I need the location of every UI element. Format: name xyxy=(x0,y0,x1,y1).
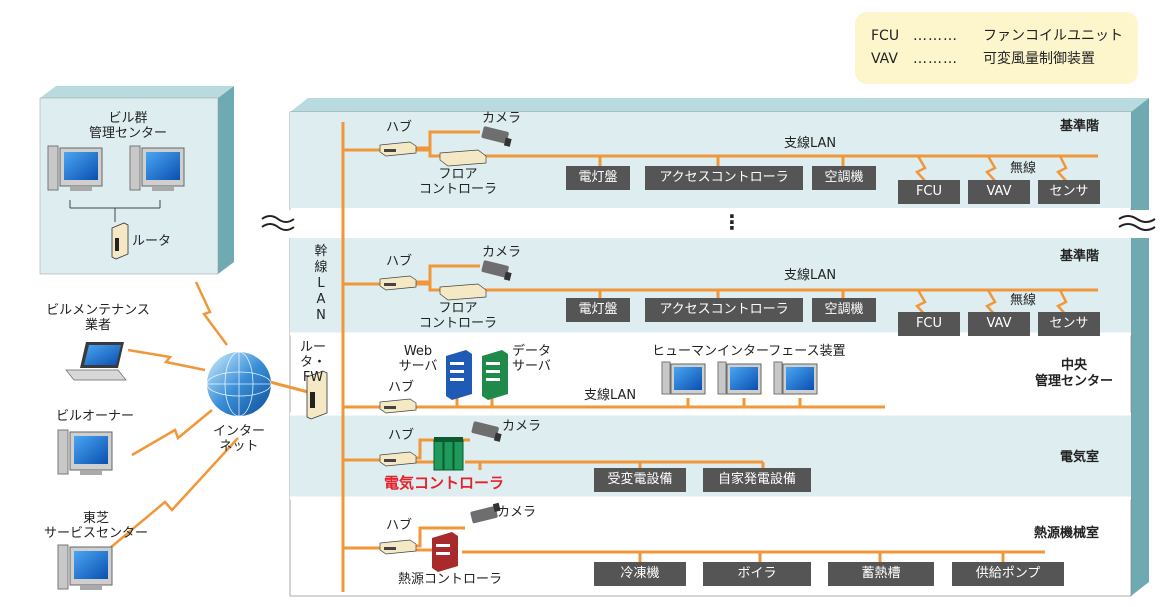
backbone-lan-label: 幹 線 L A N xyxy=(312,244,330,324)
data-server-icon xyxy=(482,350,508,400)
device-air-handler: 空調機 xyxy=(812,298,876,322)
floor-controller-icon xyxy=(439,149,487,167)
legend-abbr: VAV xyxy=(871,51,898,67)
network-lines xyxy=(269,122,1098,592)
device-substation: 受変電設備 xyxy=(594,468,686,492)
router-icon xyxy=(111,222,129,260)
camera-icon xyxy=(470,502,501,524)
pc-icon xyxy=(129,145,185,191)
legend-dots: ……… xyxy=(913,51,958,67)
heat-controller-icon xyxy=(432,532,458,572)
branch-lan-label: 支線LAN xyxy=(784,136,837,151)
hmi-monitor-icon xyxy=(773,361,818,395)
device-vav: VAV xyxy=(968,312,1030,336)
device-supply-pump: 供給ポンプ xyxy=(952,562,1064,586)
heat-controller-label: 熱源コントローラ xyxy=(398,572,503,587)
device-generator: 自家発電設備 xyxy=(703,468,811,492)
floor-name-std1: 基準階 xyxy=(1059,119,1099,134)
floor-name-heat: 熱源機械室 xyxy=(1033,526,1099,541)
router-fw-label: ルータ・ FW xyxy=(299,340,326,385)
camera-label: カメラ xyxy=(482,111,522,126)
camera-icon xyxy=(471,421,502,442)
camera-label: カメラ xyxy=(482,245,522,260)
floor-controller-icon xyxy=(439,283,487,301)
backbone-char: N xyxy=(316,308,326,323)
legend-box: FCU ……… ファンコイルユニット VAV ……… 可変風量制御装置 xyxy=(855,12,1138,84)
legend-desc: ファンコイルユニット xyxy=(983,28,1123,44)
hub-icon xyxy=(379,539,417,555)
pc-icon xyxy=(57,429,113,475)
hub-label: ハブ xyxy=(388,428,415,443)
hub-label: ハブ xyxy=(386,254,413,269)
device-fcu: FCU xyxy=(898,180,960,204)
floor-name-central: 中央 管理センター xyxy=(1034,358,1113,389)
legend-desc: 可変風量制御装置 xyxy=(983,51,1095,67)
maintenance-label: ビルメンテナンス 業者 xyxy=(46,303,150,333)
pc-icon xyxy=(47,145,103,191)
floor-name-std2: 基準階 xyxy=(1059,249,1099,264)
hmi-label: ヒューマンインターフェース装置 xyxy=(652,344,846,359)
data-server-label: データ サーバ xyxy=(512,344,552,374)
ellipsis-vertical: ⋮ xyxy=(722,210,742,234)
mgmt-center-label: ビル群 管理センター xyxy=(88,111,167,141)
wireless-label: 無線 xyxy=(1010,293,1037,308)
camera-label: カメラ xyxy=(502,419,542,434)
branch-lan-label: 支線LAN xyxy=(584,388,637,403)
device-air-handler: 空調機 xyxy=(812,166,876,190)
device-access-controller: アクセスコントローラ xyxy=(645,298,803,322)
camera-icon xyxy=(481,260,512,281)
branch-lan-label: 支線LAN xyxy=(784,268,837,283)
hub-icon xyxy=(379,275,417,291)
break-mark-left xyxy=(261,215,295,231)
legend-row-vav: VAV ……… 可変風量制御装置 xyxy=(871,50,1095,68)
backbone-char: 幹 xyxy=(314,244,328,259)
router-label: ルータ xyxy=(132,234,172,249)
device-vav: VAV xyxy=(968,180,1030,204)
web-server-label: Web サーバ xyxy=(398,344,438,374)
device-sensor: センサ xyxy=(1038,312,1100,336)
legend-dots: ……… xyxy=(913,28,958,44)
wireless-links xyxy=(109,155,1068,549)
hmi-monitor-icon xyxy=(661,361,706,395)
floor-name-electric: 電気室 xyxy=(1059,450,1099,465)
hub-label: ハブ xyxy=(388,380,415,395)
owner-label: ビルオーナー xyxy=(56,409,135,424)
backbone-char: L xyxy=(317,276,325,291)
pc-icon xyxy=(57,544,113,590)
device-fcu: FCU xyxy=(898,312,960,336)
floor-controller-label: フロア コントローラ xyxy=(418,167,497,197)
internet-label: インター ネット xyxy=(212,424,265,454)
device-sensor: センサ xyxy=(1038,180,1100,204)
router-fw-icon xyxy=(306,370,328,420)
backbone-char: 線 xyxy=(314,260,328,275)
hmi-monitor-icon xyxy=(717,361,762,395)
legend-row-fcu: FCU ……… ファンコイルユニット xyxy=(871,27,1123,45)
hub-icon xyxy=(379,398,417,414)
device-access-controller: アクセスコントローラ xyxy=(645,166,803,190)
electric-controller-label: 電気コントローラ xyxy=(384,474,505,492)
electric-controller-icon xyxy=(433,437,464,471)
device-thermal-storage: 蓄熱槽 xyxy=(828,562,934,586)
hub-label: ハブ xyxy=(386,518,413,533)
device-chiller: 冷凍機 xyxy=(594,562,686,586)
legend-abbr: FCU xyxy=(871,28,900,44)
web-server-icon xyxy=(446,350,472,400)
laptop-icon xyxy=(65,342,127,381)
device-lighting-panel: 電灯盤 xyxy=(566,166,630,190)
hub-icon xyxy=(379,141,417,157)
camera-label: カメラ xyxy=(497,505,537,520)
service-center-label: 東芝 サービスセンター xyxy=(43,511,148,541)
device-lighting-panel: 電灯盤 xyxy=(566,298,630,322)
floor-controller-label: フロア コントローラ xyxy=(418,301,497,331)
hub-label: ハブ xyxy=(386,120,413,135)
break-mark-right xyxy=(1118,215,1156,231)
globe-icon xyxy=(206,351,272,417)
hub-icon xyxy=(379,451,417,467)
camera-icon xyxy=(481,126,512,147)
wireless-label: 無線 xyxy=(1010,161,1037,176)
device-boiler: ボイラ xyxy=(703,562,811,586)
backbone-char: A xyxy=(316,292,326,307)
